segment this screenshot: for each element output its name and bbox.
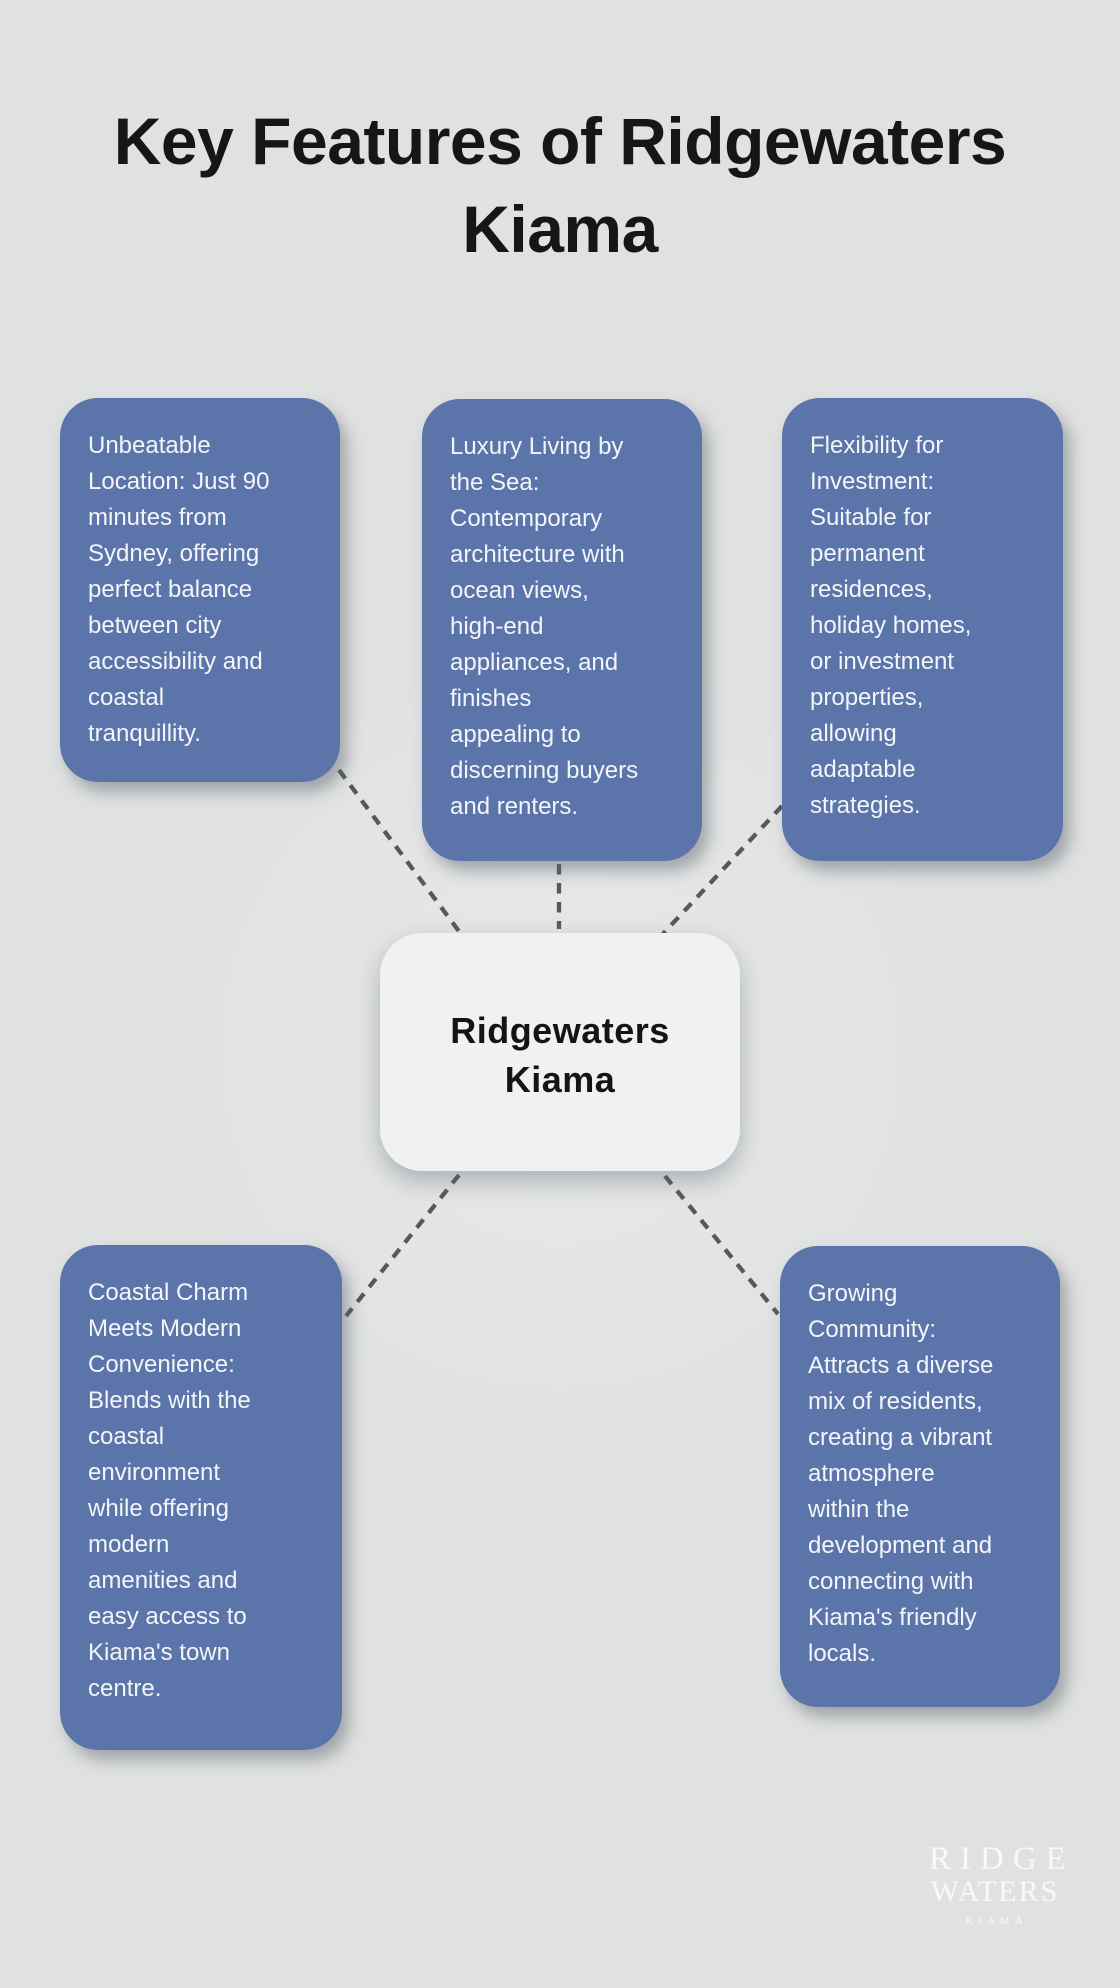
center-node: Ridgewaters Kiama <box>380 933 740 1171</box>
connector-line-bottom-left <box>344 1173 461 1318</box>
connector-line-top-left <box>337 768 466 940</box>
logo-word-waters: WATERS <box>930 1875 1060 1908</box>
feature-text: Unbeatable Location: Just 90 minutes fro… <box>88 432 270 747</box>
feature-box-coastal-charm: Coastal Charm Meets Modern Convenience: … <box>60 1245 342 1750</box>
feature-text: Coastal Charm Meets Modern Convenience: … <box>88 1279 251 1702</box>
feature-box-flexibility-for-investment: Flexibility for Investment: Suitable for… <box>782 398 1063 861</box>
logo-word-kiama: KIAMA <box>965 1915 1028 1927</box>
feature-box-luxury-living-by-the-sea: Luxury Living by the Sea: Contemporary a… <box>422 399 702 861</box>
feature-text: Flexibility for Investment: Suitable for… <box>810 432 972 819</box>
center-node-label: Ridgewaters Kiama <box>450 1010 670 1100</box>
feature-box-unbeatable-location: Unbeatable Location: Just 90 minutes fro… <box>60 398 340 782</box>
page-title: Key Features of Ridgewaters Kiama <box>113 104 1007 266</box>
logo-word-ridge: RIDGE <box>929 1841 1075 1877</box>
feature-box-growing-community: Growing Community: Attracts a diverse mi… <box>780 1246 1060 1707</box>
connector-line-bottom-right <box>663 1174 780 1316</box>
feature-text: Growing Community: Attracts a diverse mi… <box>808 1280 994 1667</box>
ridgewaters-brand-logo: RIDGE WATERS KIAMA <box>920 1841 1075 1927</box>
feature-text: Luxury Living by the Sea: Contemporary a… <box>450 433 639 820</box>
